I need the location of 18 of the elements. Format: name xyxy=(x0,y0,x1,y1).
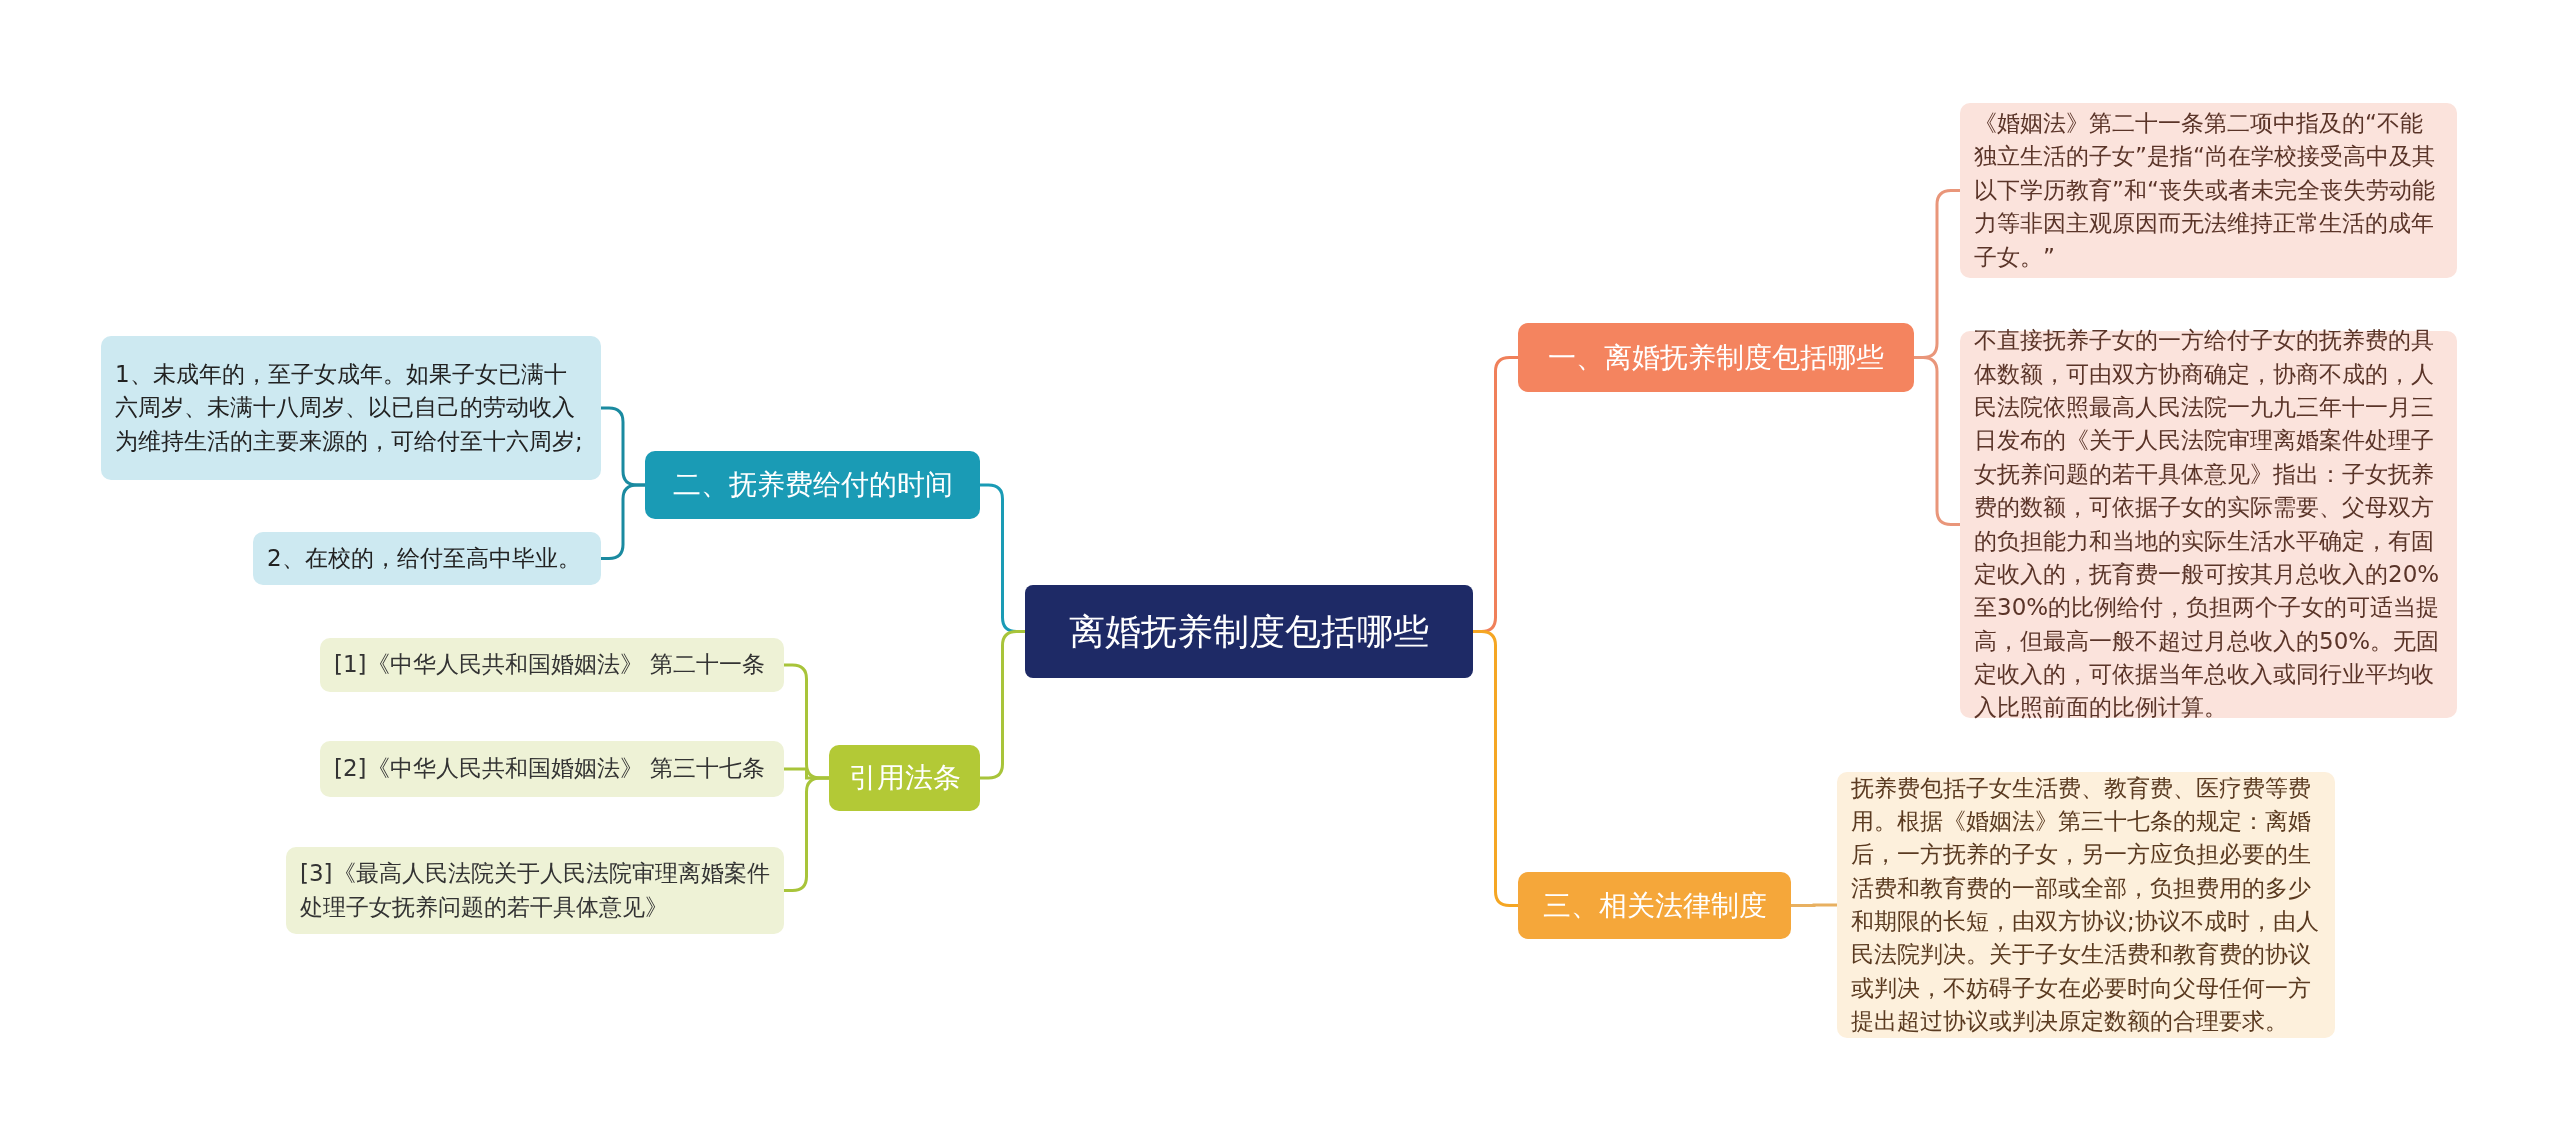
topic-box: 引用法条 xyxy=(829,745,980,811)
note-box: 《婚姻法》第二十一条第二项中指及的“不能独立生活的子女”是指“尚在学校接受高中及其以下学历教育”和“丧失或者未完全丧失劳动能力等非因主观原因而无法维持正常生活的成年子女。” xyxy=(1960,103,2457,278)
topic-box: 二、抚养费给付的时间 xyxy=(645,451,980,519)
note-box: [2]《中华人民共和国婚姻法》 第三十七条 xyxy=(320,741,784,797)
note-box: [1]《中华人民共和国婚姻法》 第二十一条 xyxy=(320,638,784,692)
connector-line xyxy=(1791,903,1837,907)
topic-box: 一、离婚抚养制度包括哪些 xyxy=(1518,323,1914,392)
connector-line xyxy=(784,776,829,892)
connector-line xyxy=(980,630,1025,780)
note-box: 1、未成年的，至子女成年。如果子女已满十六周岁、未满十八周岁、以已自己的劳动收入为维持生活的主要来源的，可给付至十六周岁; xyxy=(101,336,601,480)
central-topic-box: 离婚抚养制度包括哪些 xyxy=(1025,585,1473,678)
note-box: 抚养费包括子女生活费、教育费、医疗费等费用。根据《婚姻法》第三十七条的规定：离婚后，一方抚养的子女，另一方应负担必要的生活费和教育费的一部或全部，负担费用的多少和期限的长短，由双方协议;协议不成时，由人民法院判决。关于子女生活费和教育费的协议或判决，不妨碍子女在必要时向父母任何一方提出超过协议或判决原定数额的合理要求。 xyxy=(1837,772,2335,1038)
note-box: [3]《最高人民法院关于人民法院审理离婚案件处理子女抚养问题的若干具体意见》 xyxy=(286,847,784,934)
topic-box: 三、相关法律制度 xyxy=(1518,872,1791,939)
connector-line xyxy=(601,483,645,560)
note-box: 2、在校的，给付至高中毕业。 xyxy=(253,532,601,585)
connector-line xyxy=(1473,630,1518,907)
connector-line xyxy=(1914,356,1960,526)
